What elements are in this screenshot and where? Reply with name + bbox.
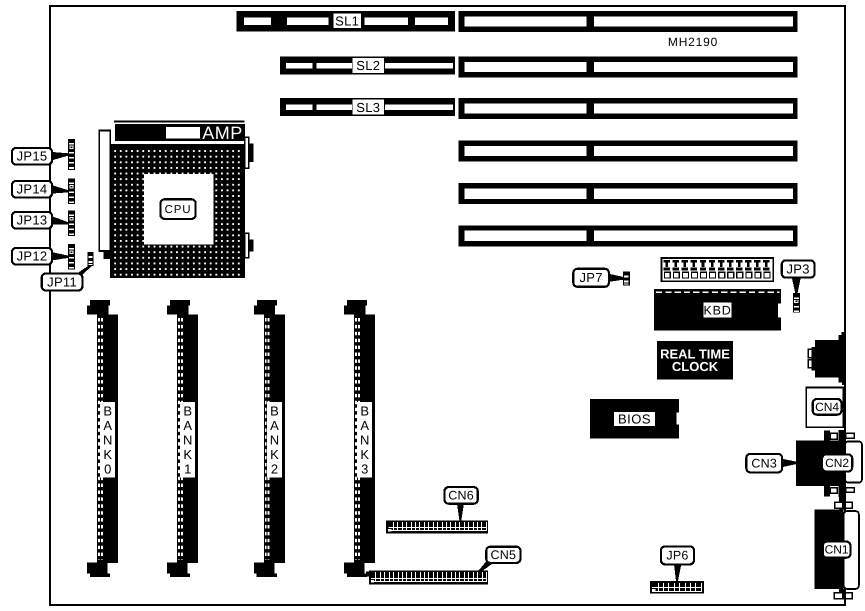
svg-text:JP11: JP11 [47, 274, 77, 289]
svg-text:CPU: CPU [165, 204, 192, 216]
svg-text:BIOS: BIOS [618, 411, 651, 426]
svg-text:CN1: CN1 [825, 543, 849, 557]
svg-text:N: N [183, 433, 192, 448]
svg-text:1: 1 [184, 462, 191, 477]
svg-text:CN4: CN4 [815, 400, 839, 414]
svg-text:SL2: SL2 [356, 58, 380, 73]
svg-text:B: B [103, 404, 112, 419]
svg-text:JP14: JP14 [17, 182, 48, 197]
svg-text:B: B [360, 404, 369, 419]
svg-text:N: N [270, 433, 279, 448]
svg-text:N: N [360, 433, 369, 448]
svg-text:JP7: JP7 [579, 270, 602, 285]
svg-text:SL3: SL3 [356, 100, 380, 115]
svg-text:JP15: JP15 [17, 149, 48, 164]
svg-text:JP3: JP3 [786, 261, 809, 276]
svg-text:KBD: KBD [704, 304, 732, 318]
svg-text:A: A [103, 418, 112, 433]
svg-text:K: K [103, 447, 112, 462]
svg-text:0: 0 [104, 462, 111, 477]
svg-text:2: 2 [271, 462, 278, 477]
svg-text:K: K [360, 447, 369, 462]
svg-text:A: A [270, 418, 279, 433]
svg-text:AMP: AMP [202, 123, 243, 143]
svg-text:3: 3 [361, 462, 368, 477]
svg-text:K: K [183, 447, 192, 462]
svg-text:JP6: JP6 [666, 549, 688, 563]
svg-text:B: B [183, 404, 192, 419]
svg-text:CLOCK: CLOCK [672, 359, 719, 374]
svg-text:B: B [270, 404, 279, 419]
svg-text:A: A [360, 418, 369, 433]
svg-text:CN5: CN5 [490, 548, 516, 562]
svg-text:CN2: CN2 [825, 456, 849, 470]
svg-text:CN6: CN6 [448, 489, 474, 503]
svg-text:JP12: JP12 [17, 249, 48, 264]
svg-text:JP13: JP13 [17, 213, 48, 228]
svg-text:REAL TIME: REAL TIME [660, 346, 730, 361]
svg-text:MH2190: MH2190 [668, 35, 718, 49]
svg-text:A: A [183, 418, 192, 433]
svg-text:N: N [103, 433, 112, 448]
svg-text:K: K [270, 447, 279, 462]
svg-text:SL1: SL1 [335, 13, 359, 28]
svg-text:CN3: CN3 [751, 456, 777, 470]
